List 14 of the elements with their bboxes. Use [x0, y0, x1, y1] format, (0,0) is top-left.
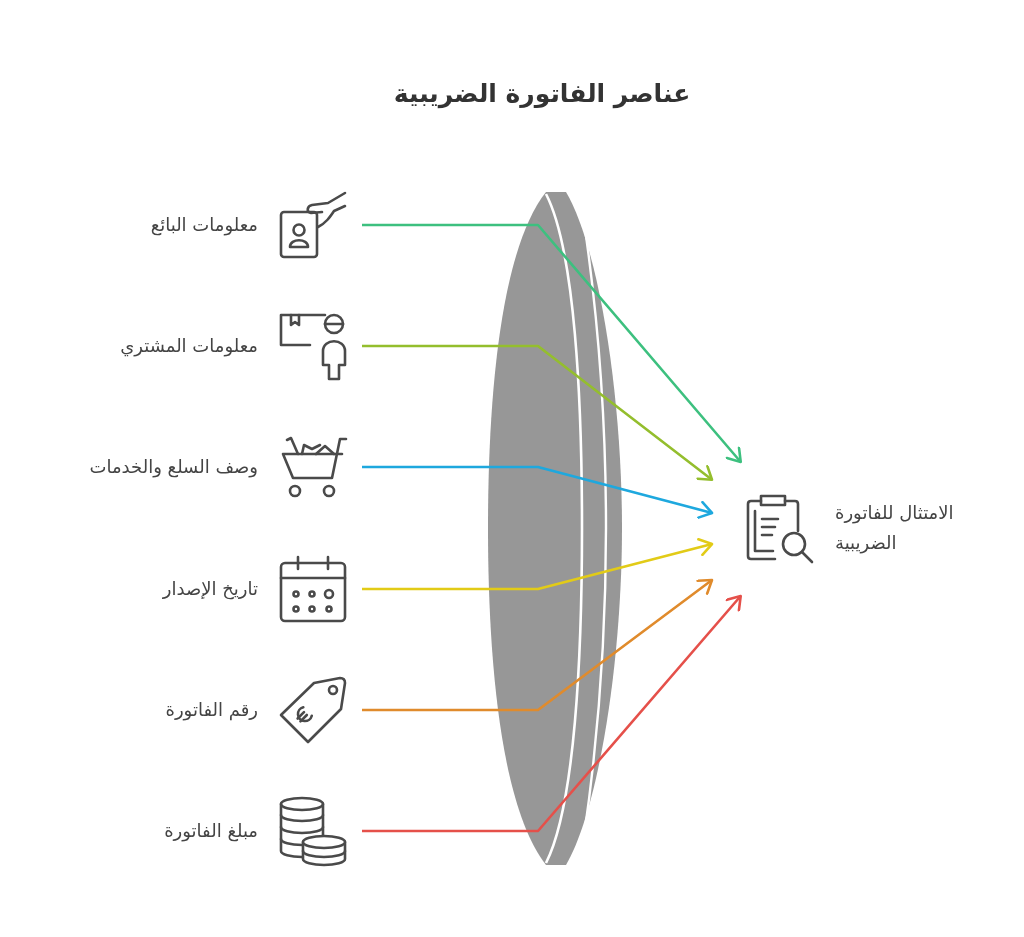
diagram-title: عناصر الفاتورة الضريبية [393, 78, 691, 110]
arrow [362, 578, 714, 712]
item-label: مبلغ الفاتورة [164, 819, 258, 843]
item-label: وصف السلع والخدمات [89, 455, 258, 479]
arrow [362, 538, 714, 591]
result-label: الامتثال للفاتورة الضريبية [835, 501, 955, 556]
arrow [362, 344, 714, 482]
item-label: معلومات المشتري [120, 334, 258, 358]
item-label: معلومات البائع [150, 213, 258, 237]
arrow [362, 223, 742, 464]
arrow [362, 594, 742, 833]
item-label: تاريخ الإصدار [162, 577, 258, 601]
arrow [362, 465, 714, 519]
item-label: رقم الفاتورة [165, 698, 258, 722]
